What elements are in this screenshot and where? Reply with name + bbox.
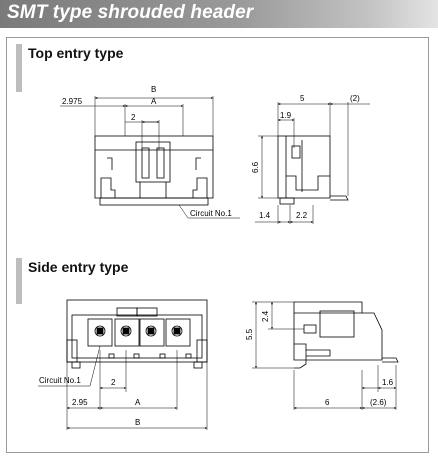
top-dim-6-6: 6.6 bbox=[251, 161, 260, 173]
top-dim-1-9: 1.9 bbox=[280, 111, 292, 120]
page-title: SMT type shrouded header bbox=[7, 2, 254, 23]
side-circuit-label: Circuit No.1 bbox=[39, 376, 81, 385]
content-panel bbox=[6, 37, 429, 453]
side-dim-1-6: 1.6 bbox=[382, 378, 394, 387]
top-dim-A: A bbox=[151, 97, 157, 106]
side-side-view bbox=[252, 301, 399, 410]
side-dim-A: A bbox=[135, 398, 141, 407]
section-marker-top bbox=[16, 44, 22, 92]
top-dim-2-2: 2.2 bbox=[296, 211, 308, 220]
top-front-view bbox=[60, 96, 240, 219]
top-circuit-label: Circuit No.1 bbox=[190, 209, 232, 218]
top-dim-2975: 2.975 bbox=[62, 97, 83, 106]
section-title-side: Side entry type bbox=[28, 259, 129, 275]
top-side-view bbox=[255, 102, 370, 224]
side-dim-B: B bbox=[135, 418, 140, 427]
section-title-top: Top entry type bbox=[28, 45, 124, 61]
top-dim-2-paren: (2) bbox=[350, 94, 360, 103]
side-front-view bbox=[38, 299, 208, 430]
side-dim-pitch: 2 bbox=[111, 378, 116, 387]
side-dim-2-95: 2.95 bbox=[72, 398, 88, 407]
section-marker-side bbox=[16, 258, 22, 304]
top-dim-1-4: 1.4 bbox=[259, 211, 271, 220]
top-dim-5: 5 bbox=[300, 94, 305, 103]
side-dim-6: 6 bbox=[325, 398, 330, 407]
side-dim-2-6-paren: (2.6) bbox=[370, 398, 387, 407]
top-dim-pitch: 2 bbox=[131, 113, 136, 122]
side-dim-5-5: 5.5 bbox=[245, 328, 254, 340]
top-dim-B: B bbox=[151, 85, 156, 94]
side-dim-2-4: 2.4 bbox=[261, 310, 270, 322]
title-bar: SMT type shrouded header bbox=[0, 0, 438, 28]
